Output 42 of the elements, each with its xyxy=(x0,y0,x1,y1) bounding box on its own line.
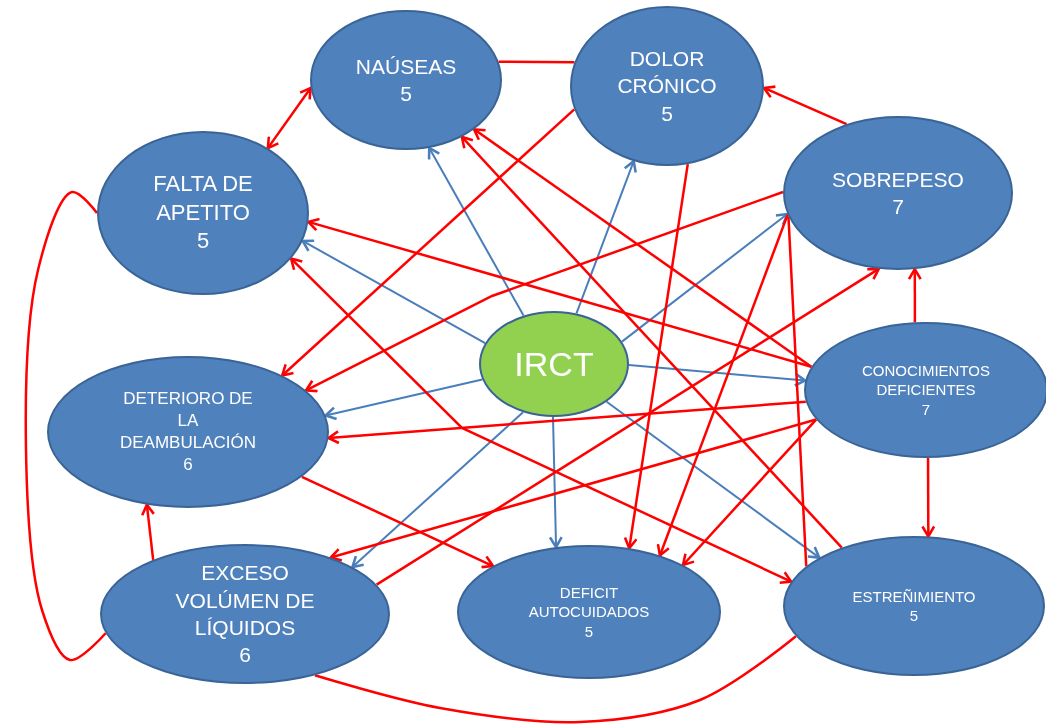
connector-line xyxy=(498,60,575,64)
arrow xyxy=(605,400,821,559)
node-label: SOBREPESO xyxy=(832,166,964,193)
node-count: 5 xyxy=(196,227,210,256)
node-label: EXCESO VOLÚMEN DE LÍQUIDOS xyxy=(175,560,315,641)
node-label: ESTREÑIMIENTO xyxy=(852,586,976,606)
arrow xyxy=(681,418,818,567)
arrow xyxy=(266,86,312,150)
connector-line xyxy=(24,190,107,662)
arrow xyxy=(921,458,936,538)
arrow xyxy=(375,267,881,586)
arrow xyxy=(656,214,789,557)
node-count: 7 xyxy=(921,399,931,420)
node-label: IRCT xyxy=(514,343,594,385)
node-label: FALTA DE APETITO xyxy=(152,170,254,227)
arrow xyxy=(327,400,806,445)
node-label: DETERIORO DE LA DEAMBULACIÓN xyxy=(119,387,257,454)
arrow xyxy=(472,128,813,368)
arrow xyxy=(351,411,525,569)
node-count: 6 xyxy=(239,642,251,669)
arrow xyxy=(907,267,922,323)
arrow xyxy=(460,135,843,549)
arrow xyxy=(301,475,495,569)
node-count: 5 xyxy=(584,621,594,642)
node-count: 5 xyxy=(400,81,412,107)
node-label: CONOCIMIENTOS DEFICIENTES xyxy=(860,360,992,400)
node-label: DEFICIT AUTOCUIDADOS xyxy=(527,582,651,622)
arrow xyxy=(762,85,848,126)
node-label: NAÚSEAS xyxy=(355,53,457,80)
arrow xyxy=(289,257,793,584)
arrow xyxy=(307,217,812,368)
node-count: 5 xyxy=(909,606,919,626)
arrow xyxy=(304,190,784,393)
node-count: 6 xyxy=(183,454,193,477)
ellipse-node xyxy=(479,311,629,417)
arrow xyxy=(329,418,817,562)
node-count: 7 xyxy=(892,194,904,220)
arrow xyxy=(621,212,789,343)
arrow xyxy=(280,108,576,377)
connector-line xyxy=(314,635,797,724)
node-label: DOLOR CRÓNICO xyxy=(616,46,718,100)
node-count: 5 xyxy=(661,100,673,127)
